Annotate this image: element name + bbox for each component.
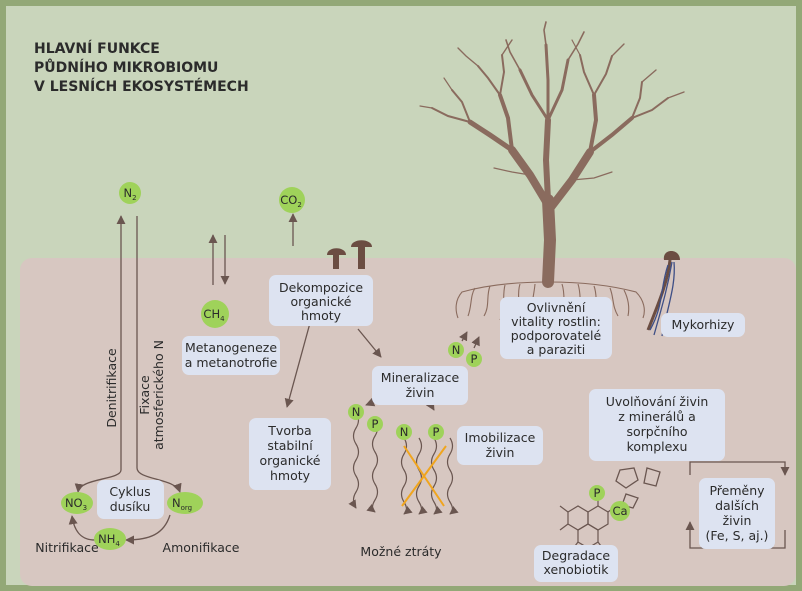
ammonification-label: Amonifikace	[163, 540, 240, 555]
title-line-2: PŮDNÍHO MIKROBIOMU	[34, 58, 218, 76]
svg-text:Metanogeneze: Metanogeneze	[185, 340, 277, 355]
uptake-p-arrow	[471, 336, 480, 349]
immobilization-box: Imobilizace živin	[457, 426, 543, 465]
mineralization-box: Mineralizace živin	[372, 366, 468, 405]
co2-circle: CO2	[279, 187, 305, 213]
svg-text:z minerálů a: z minerálů a	[618, 409, 696, 424]
p-circle-immobilized: P	[428, 424, 444, 440]
svg-text:Norg: Norg	[172, 496, 192, 512]
uptake-n-arrow	[459, 331, 468, 342]
svg-text:NO3: NO3	[65, 496, 87, 512]
svg-text:P: P	[372, 417, 379, 431]
methanogenesis-box: Metanogeneze a metanotrofie	[182, 336, 280, 375]
decomposition-box: Dekompozice organické hmoty	[269, 275, 373, 326]
svg-text:Cyklus: Cyklus	[109, 484, 150, 499]
svg-text:P: P	[433, 425, 440, 439]
svg-text:Mineralizace: Mineralizace	[381, 370, 460, 385]
svg-text:sorpčního: sorpčního	[626, 424, 687, 439]
svg-text:podporovatelé: podporovatelé	[511, 328, 602, 343]
svg-text:Dekompozice: Dekompozice	[279, 280, 363, 295]
svg-text:Mykorhizy: Mykorhizy	[672, 317, 735, 332]
losses-label: Možné ztráty	[360, 544, 442, 559]
svg-text:P: P	[594, 486, 601, 500]
nh4-circle: NH4	[94, 528, 126, 550]
stable-om-arrow	[284, 322, 311, 408]
stable-om-box: Tvorba stabilní organické hmoty	[249, 418, 331, 490]
svg-text:živin: živin	[486, 445, 515, 460]
svg-text:N2: N2	[123, 186, 136, 202]
ammonification-arrow	[125, 514, 171, 545]
other-nutrients-box: Přeměny dalších živin (Fe, S, aj.)	[699, 478, 775, 549]
mineral-grains-icon	[615, 467, 661, 509]
title-line-1: HLAVNÍ FUNKCE	[34, 40, 160, 57]
mycorrhiza-box: Mykorhizy	[661, 313, 745, 337]
p-circle-uptake: P	[466, 351, 482, 367]
svg-text:organické: organické	[260, 453, 321, 468]
svg-text:CO2: CO2	[280, 193, 302, 209]
svg-text:Tvorba: Tvorba	[267, 423, 311, 438]
svg-text:dusíku: dusíku	[110, 499, 151, 514]
mycorrhiza-icon	[646, 251, 680, 337]
plant-vitality-box: Ovlivnění vitality rostlin: podporovatel…	[500, 297, 612, 359]
nitrification-arrow	[68, 515, 96, 541]
diagram-title: HLAVNÍ FUNKCE PŮDNÍHO MIKROBIOMU V LESNÍ…	[34, 40, 249, 95]
svg-text:Uvolňování živin: Uvolňování živin	[606, 394, 709, 409]
cross-line-2	[401, 445, 447, 507]
svg-text:Přeměny: Přeměny	[709, 483, 765, 498]
svg-text:Ovlivnění: Ovlivnění	[527, 300, 586, 315]
svg-text:xenobiotik: xenobiotik	[544, 562, 610, 577]
svg-text:N: N	[400, 425, 409, 439]
svg-text:Ca: Ca	[612, 504, 627, 518]
ch4-circle: CH4	[201, 300, 229, 328]
svg-text:stabilní: stabilní	[267, 438, 313, 453]
n-circle-immobilized: N	[396, 424, 412, 440]
svg-text:organické: organické	[291, 294, 352, 309]
svg-text:N: N	[452, 343, 461, 357]
svg-text:a metanotrofie: a metanotrofie	[185, 355, 278, 370]
p-circle-release: P	[367, 416, 383, 432]
nitrification-label: Nitrifikace	[35, 540, 99, 555]
svg-text:dalších: dalších	[715, 498, 759, 513]
p-circle-minerals: P	[589, 485, 605, 501]
fixation-curve	[136, 467, 182, 493]
svg-text:NH4: NH4	[98, 532, 120, 548]
svg-text:Degradace: Degradace	[542, 548, 611, 563]
svg-text:N: N	[352, 405, 361, 419]
denitrification-curve	[74, 469, 122, 493]
tree-icon	[419, 21, 685, 321]
mineralization-arrow	[357, 328, 382, 358]
svg-text:živin: živin	[406, 385, 435, 400]
svg-text:CH4: CH4	[203, 307, 225, 323]
n-circle-release: N	[348, 404, 364, 420]
n-circle-uptake: N	[448, 342, 464, 358]
denitrification-label: Denitrifikace	[104, 348, 119, 428]
nutrient-release-box: Uvolňování živin z minerálů a sorpčního …	[589, 389, 725, 461]
svg-text:vitality rostlin:: vitality rostlin:	[511, 314, 601, 329]
svg-text:a paraziti: a paraziti	[527, 342, 585, 357]
no3-circle: NO3	[61, 492, 93, 514]
loss-lines	[348, 411, 459, 515]
svg-text:(Fe, S, aj.): (Fe, S, aj.)	[706, 528, 769, 543]
fixation-label-line-2: atmosferického N	[151, 340, 166, 450]
ca-circle: Ca	[610, 501, 630, 521]
n2-circle: N2	[119, 182, 141, 204]
svg-text:Imobilizace: Imobilizace	[465, 430, 536, 445]
mushroom-icon	[327, 240, 372, 269]
svg-text:komplexu: komplexu	[627, 439, 688, 454]
title-line-3: V LESNÍCH EKOSYSTÉMECH	[34, 78, 249, 95]
xenobiotics-box: Degradace xenobiotik	[534, 545, 618, 582]
nitrogen-cycle: Denitrifikace Fixace atmosferického N Ni…	[35, 215, 240, 555]
svg-text:živin: živin	[723, 513, 752, 528]
nitrogen-cycle-box: Cyklus dusíku	[97, 480, 164, 519]
fixation-label-line-1: Fixace	[137, 375, 152, 415]
svg-text:hmoty: hmoty	[301, 308, 342, 323]
svg-text:P: P	[471, 352, 478, 366]
svg-text:hmoty: hmoty	[270, 468, 311, 483]
norg-circle: Norg	[167, 492, 203, 514]
